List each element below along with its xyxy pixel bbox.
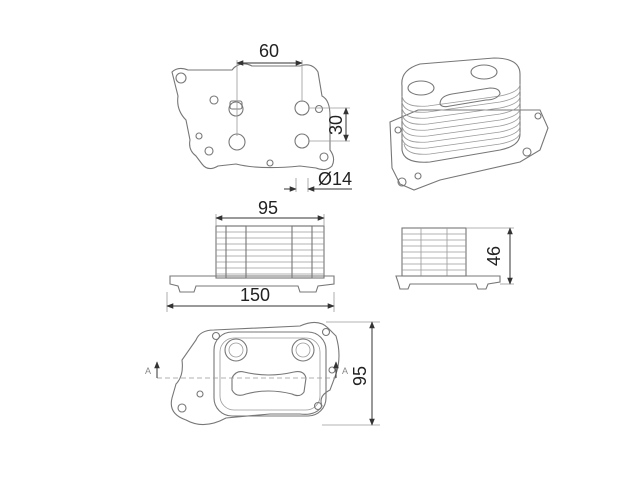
- dimension-95-side: 95: [215, 198, 325, 226]
- isometric-plate-stack: [401, 83, 521, 155]
- dim-label-95-side: 95: [258, 198, 278, 218]
- dimension-60: 60: [236, 41, 303, 136]
- dim-label-60: 60: [259, 41, 279, 61]
- side-view-front: [169, 225, 335, 293]
- dimension-diameter-14: Ø14: [284, 169, 352, 192]
- section-line-a: A A: [145, 361, 348, 379]
- section-label-right: A: [342, 366, 348, 376]
- dimension-46: 46: [466, 227, 514, 285]
- dimension-150: 150: [166, 285, 335, 312]
- dimension-95-bottom: 95: [322, 321, 380, 426]
- side-view-right: [395, 227, 501, 290]
- isometric-view: [389, 57, 549, 191]
- dimension-30: 30: [308, 107, 350, 142]
- dim-label-150: 150: [240, 285, 270, 305]
- dim-label-30: 30: [326, 115, 346, 135]
- bottom-view: [170, 321, 340, 426]
- dim-label-diameter: Ø14: [318, 169, 352, 189]
- top-view: [171, 63, 335, 171]
- dim-label-95-bottom: 95: [350, 366, 370, 386]
- section-label-left: A: [145, 366, 151, 376]
- dim-label-46: 46: [484, 246, 504, 266]
